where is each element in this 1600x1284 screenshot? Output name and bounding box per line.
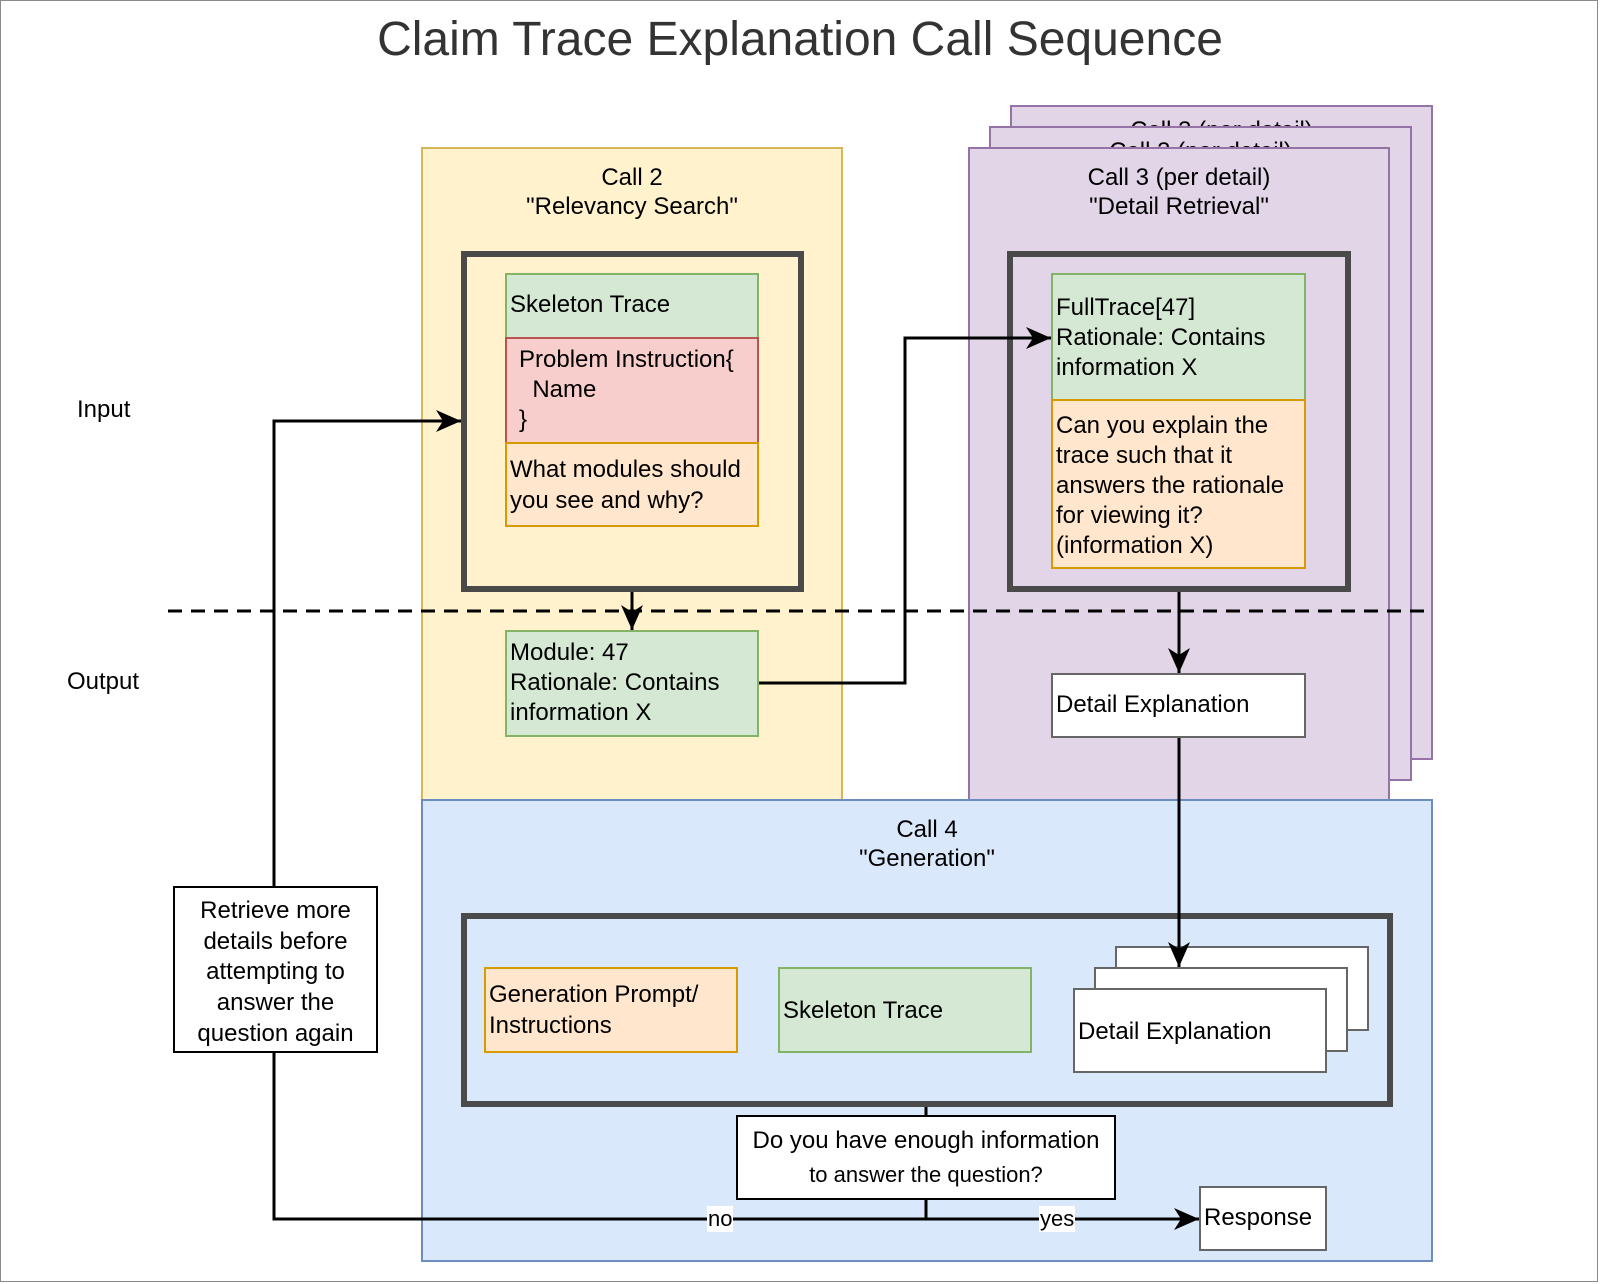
response-box: Response [1199, 1186, 1327, 1251]
call4-input-container [461, 913, 1393, 1107]
retrieve-more-note: Retrieve more details before attempting … [173, 886, 378, 1053]
call2-question: What modules should you see and why? [505, 442, 759, 527]
loop-back-arrow [272, 410, 461, 886]
decision-box: Do you have enough information to answer… [736, 1115, 1116, 1200]
no-branch-line [272, 1053, 926, 1221]
call3-full-trace: FullTrace[47] Rationale: Contains inform… [1051, 273, 1306, 401]
call2-output-module: Module: 47 Rationale: Contains informati… [505, 630, 759, 737]
no-label: no [707, 1206, 734, 1233]
call4-header: Call 4 "Generation" [859, 816, 995, 873]
call3-question: Can you explain the trace such that it a… [1051, 399, 1306, 569]
call2-header: Call 2 "Relevancy Search" [526, 164, 738, 221]
call3-header: Call 3 (per detail) "Detail Retrieval" [1087, 164, 1271, 221]
call4-skeleton-trace: Skeleton Trace [778, 967, 1032, 1053]
decision-question: Do you have enough information [752, 1127, 1100, 1154]
call2-input-container [461, 251, 804, 592]
call4-detail-explanation: Detail Explanation [1073, 988, 1327, 1073]
call2-problem-instruction: Problem Instruction{ Name } [505, 337, 759, 444]
output-label: Output [67, 668, 140, 695]
diagram-title: Claim Trace Explanation Call Sequence [377, 13, 1223, 66]
yes-label: yes [1039, 1206, 1076, 1233]
module-to-fulltrace-arrow [759, 327, 1051, 685]
decision-question-line2: to answer the question? [809, 1162, 1043, 1187]
call4-generation-prompt: Generation Prompt/ Instructions [484, 967, 738, 1053]
input-label: Input [77, 396, 131, 423]
call3-input-container [1007, 251, 1351, 592]
call3-output-detail-explanation: Detail Explanation [1051, 673, 1306, 738]
